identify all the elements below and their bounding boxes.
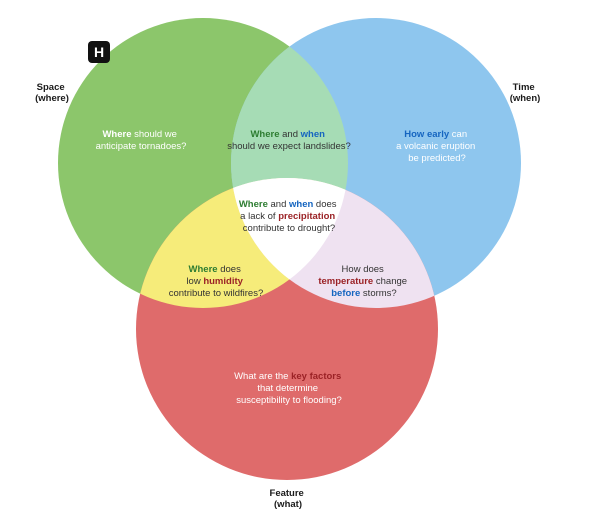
time-question-line2: a volcanic eruption bbox=[396, 141, 475, 152]
time-label: Time (when) bbox=[510, 82, 541, 104]
center-question: Where and when does a lack of precipitat… bbox=[239, 199, 339, 234]
space-label-sub: (where) bbox=[35, 93, 69, 104]
time-feature-overlap bbox=[231, 178, 438, 308]
time-question: How early can a volcanic eruption be pre… bbox=[396, 129, 478, 164]
space-feature-question-line2: low humidity bbox=[186, 276, 243, 287]
h-letter-logo-icon: H bbox=[94, 44, 104, 60]
feature-question: What are the key factors that determine … bbox=[234, 371, 344, 406]
center-question-line1: Where and when does bbox=[239, 199, 337, 210]
time-feature-question-line1: How does bbox=[342, 264, 384, 275]
feature-question-line1: What are the key factors bbox=[234, 371, 341, 382]
time-feature-question-line2: temperature change bbox=[318, 276, 407, 287]
logo-badge bbox=[88, 41, 110, 63]
space-question: Where should we anticipate tornadoes? bbox=[96, 129, 187, 152]
space-label: Space (where) bbox=[35, 82, 69, 104]
center-question-line2: a lack of precipitation bbox=[240, 211, 335, 222]
feature-label-sub: (what) bbox=[274, 499, 302, 510]
time-feature-question-line3: before storms? bbox=[331, 288, 396, 299]
time-feature-question: How does temperature change before storm… bbox=[318, 264, 409, 299]
space-feature-question-line3: contribute to wildfires? bbox=[169, 288, 264, 299]
logo: H bbox=[88, 41, 110, 63]
feature-question-line2: that determine bbox=[257, 383, 318, 394]
space-label-title: Space bbox=[37, 82, 65, 93]
space-feature-question-line1: Where does bbox=[189, 264, 242, 275]
space-feature-question: Where does low humidity contribute to wi… bbox=[169, 264, 264, 299]
time-label-title: Time bbox=[513, 82, 535, 93]
feature-label: Feature (what) bbox=[270, 488, 307, 510]
space-time-question: Where and when should we expect landslid… bbox=[227, 129, 351, 152]
center-question-line3: contribute to drought? bbox=[243, 223, 335, 234]
time-label-sub: (when) bbox=[510, 93, 541, 104]
feature-question-line3: susceptibility to flooding? bbox=[236, 395, 342, 406]
space-feature-overlap bbox=[136, 178, 348, 308]
space-question-line2: anticipate tornadoes? bbox=[96, 141, 187, 152]
time-question-line1: How early can bbox=[404, 129, 467, 140]
space-time-question-line2: should we expect landslides? bbox=[227, 141, 351, 152]
space-question-line1: Where should we bbox=[102, 129, 176, 140]
time-question-line3: be predicted? bbox=[408, 153, 466, 164]
feature-label-title: Feature bbox=[270, 488, 304, 499]
space-time-question-line1: Where and when bbox=[250, 129, 325, 140]
